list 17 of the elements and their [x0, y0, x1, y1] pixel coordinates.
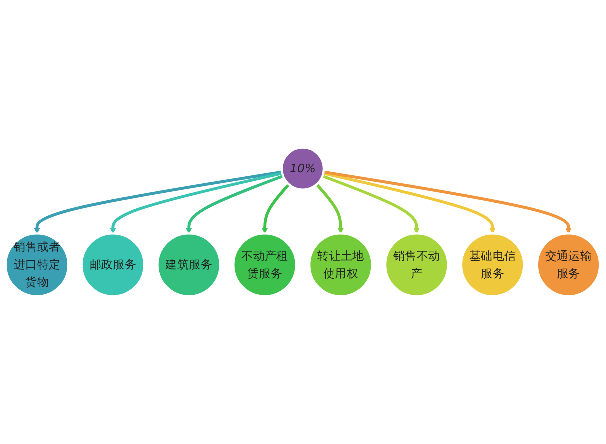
arrow [186, 174, 284, 234]
node-circle: 不动产租赁服务 [232, 232, 298, 298]
node-circle: 邮政服务 [80, 232, 146, 298]
node-circle: 转让土地使用权 [308, 232, 374, 298]
arrow [262, 183, 290, 234]
node-circle: 销售或者进口特定货物 [4, 232, 70, 298]
node-circle: 基础电信服务 [460, 232, 526, 298]
arrow [316, 183, 344, 234]
arrow [110, 172, 283, 234]
node-circle: 10% [280, 146, 326, 191]
arrow [34, 170, 282, 234]
node-circle: 交通运输服务 [536, 232, 602, 298]
node-circle: 销售不动产 [384, 232, 450, 298]
arrow [323, 172, 496, 234]
arrow [324, 170, 572, 234]
arrow [322, 174, 420, 234]
node-circle: 建筑服务 [156, 232, 222, 298]
